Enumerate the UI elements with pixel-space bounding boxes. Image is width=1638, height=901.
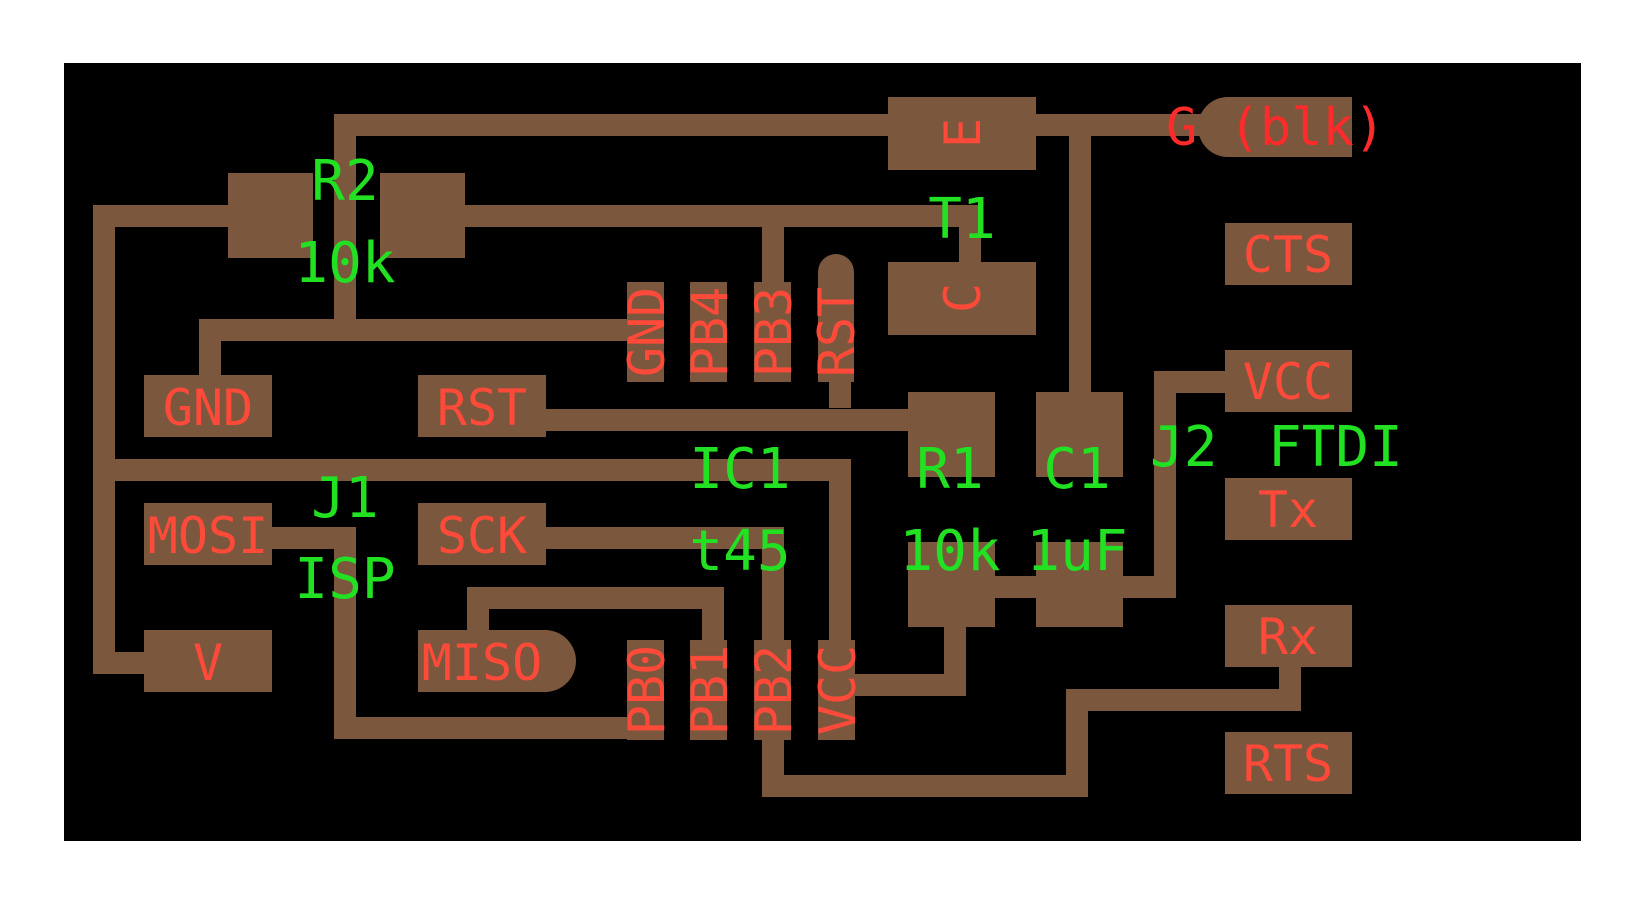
ftdi-label-g: G (blk) bbox=[1166, 98, 1385, 158]
r1-pad-top bbox=[908, 392, 995, 477]
t1-pad-c bbox=[888, 262, 1036, 335]
ic-pin-gnd bbox=[627, 282, 664, 382]
pads bbox=[144, 97, 1352, 794]
ftdi-label-rx: Rx bbox=[1258, 608, 1318, 666]
j2-value-label: FTDI bbox=[1268, 415, 1403, 480]
ftdi-pad-tx bbox=[1225, 478, 1352, 540]
ic-label-gnd: GND bbox=[618, 287, 676, 377]
r2-pad-right bbox=[380, 173, 465, 258]
pad-labels: GND RST MOSI SCK MISO V GND PB4 PB3 RST … bbox=[148, 98, 1385, 793]
isp-label-mosi: MOSI bbox=[148, 507, 268, 565]
trace-vcc-to-r1 bbox=[848, 615, 966, 696]
ftdi-pad-rx bbox=[1225, 605, 1352, 667]
isp-label-miso: MISO bbox=[422, 634, 542, 692]
t1-label-e: E bbox=[934, 118, 992, 148]
c1-ref-label: C1 bbox=[1043, 437, 1110, 502]
ic-label-pb4: PB4 bbox=[681, 287, 739, 377]
ic1-ref-label: IC1 bbox=[689, 437, 790, 502]
ic-label-rst: RST bbox=[808, 287, 866, 377]
trace-miso-to-pb1 bbox=[467, 587, 724, 660]
t1-pad-e bbox=[888, 97, 1036, 170]
ic-pin-pb2 bbox=[754, 640, 791, 740]
ic-label-pb0: PB0 bbox=[618, 645, 676, 735]
ftdi-pad-vcc bbox=[1225, 350, 1352, 412]
isp-label-sck: SCK bbox=[437, 507, 527, 565]
ic-pin-vcc bbox=[818, 640, 855, 740]
isp-label-v: V bbox=[193, 634, 223, 692]
t1-label-c: C bbox=[934, 283, 992, 313]
ftdi-label-cts: CTS bbox=[1243, 226, 1333, 284]
trace-sck-to-pb2 bbox=[535, 527, 784, 680]
c1-value-label: 1uF bbox=[1026, 519, 1127, 584]
j1-value-label: ISP bbox=[294, 547, 395, 612]
isp-pad-mosi bbox=[144, 503, 272, 565]
trace-vcc-bus bbox=[104, 459, 851, 690]
ftdi-pad-cts bbox=[1225, 223, 1352, 285]
isp-label-rst: RST bbox=[437, 379, 527, 437]
ic1-value-label: t45 bbox=[689, 519, 790, 584]
isp-label-gnd: GND bbox=[163, 379, 253, 437]
trace-r2-to-v-pad bbox=[93, 205, 234, 674]
c1-pad-top bbox=[1036, 392, 1123, 477]
isp-pad-rst bbox=[418, 375, 546, 437]
trace-pb2-to-rx bbox=[762, 660, 1301, 797]
isp-pad-sck bbox=[418, 503, 546, 565]
trace-top-rail bbox=[334, 114, 960, 320]
ic-label-vcc: VCC bbox=[809, 645, 867, 735]
trace-mosi-to-pb0 bbox=[270, 527, 655, 739]
isp-pad-miso bbox=[418, 630, 576, 692]
ftdi-pad-rts bbox=[1225, 732, 1352, 794]
r2-value-label: 10k bbox=[294, 231, 395, 296]
c1-pad-bottom bbox=[1036, 542, 1123, 627]
ftdi-label-rts: RTS bbox=[1243, 735, 1333, 793]
r2-pad-left bbox=[228, 173, 313, 258]
trace-r2-to-t1-base bbox=[410, 205, 981, 262]
r1-ref-label: R1 bbox=[916, 437, 983, 502]
ic-pin-rst bbox=[818, 254, 854, 382]
ic-pin-pb3 bbox=[754, 282, 791, 382]
ic-label-pb1: PB1 bbox=[681, 645, 739, 735]
j1-ref-label: J1 bbox=[311, 466, 378, 531]
ftdi-label-tx: Tx bbox=[1258, 481, 1318, 539]
t1-ref-label: T1 bbox=[928, 187, 995, 252]
ftdi-pad-g bbox=[1198, 97, 1352, 157]
isp-pad-gnd bbox=[144, 375, 272, 437]
part-labels: R2 10k T1 IC1 t45 R1 10k C1 1uF J1 ISP J… bbox=[294, 149, 1402, 612]
ftdi-label-vcc: VCC bbox=[1243, 353, 1333, 411]
ic-pin-pb4 bbox=[690, 282, 727, 382]
ic-pin-pb1 bbox=[690, 640, 727, 740]
r1-value-label: 10k bbox=[899, 519, 1000, 584]
ic-label-pb3: PB3 bbox=[745, 287, 803, 377]
ic-label-pb2: PB2 bbox=[745, 645, 803, 735]
r1-pad-bottom bbox=[908, 542, 995, 627]
ic-pin-pb0 bbox=[627, 640, 664, 740]
j2-ref-label: J2 bbox=[1150, 415, 1217, 480]
isp-pad-v bbox=[144, 630, 272, 692]
r2-ref-label: R2 bbox=[311, 149, 378, 214]
